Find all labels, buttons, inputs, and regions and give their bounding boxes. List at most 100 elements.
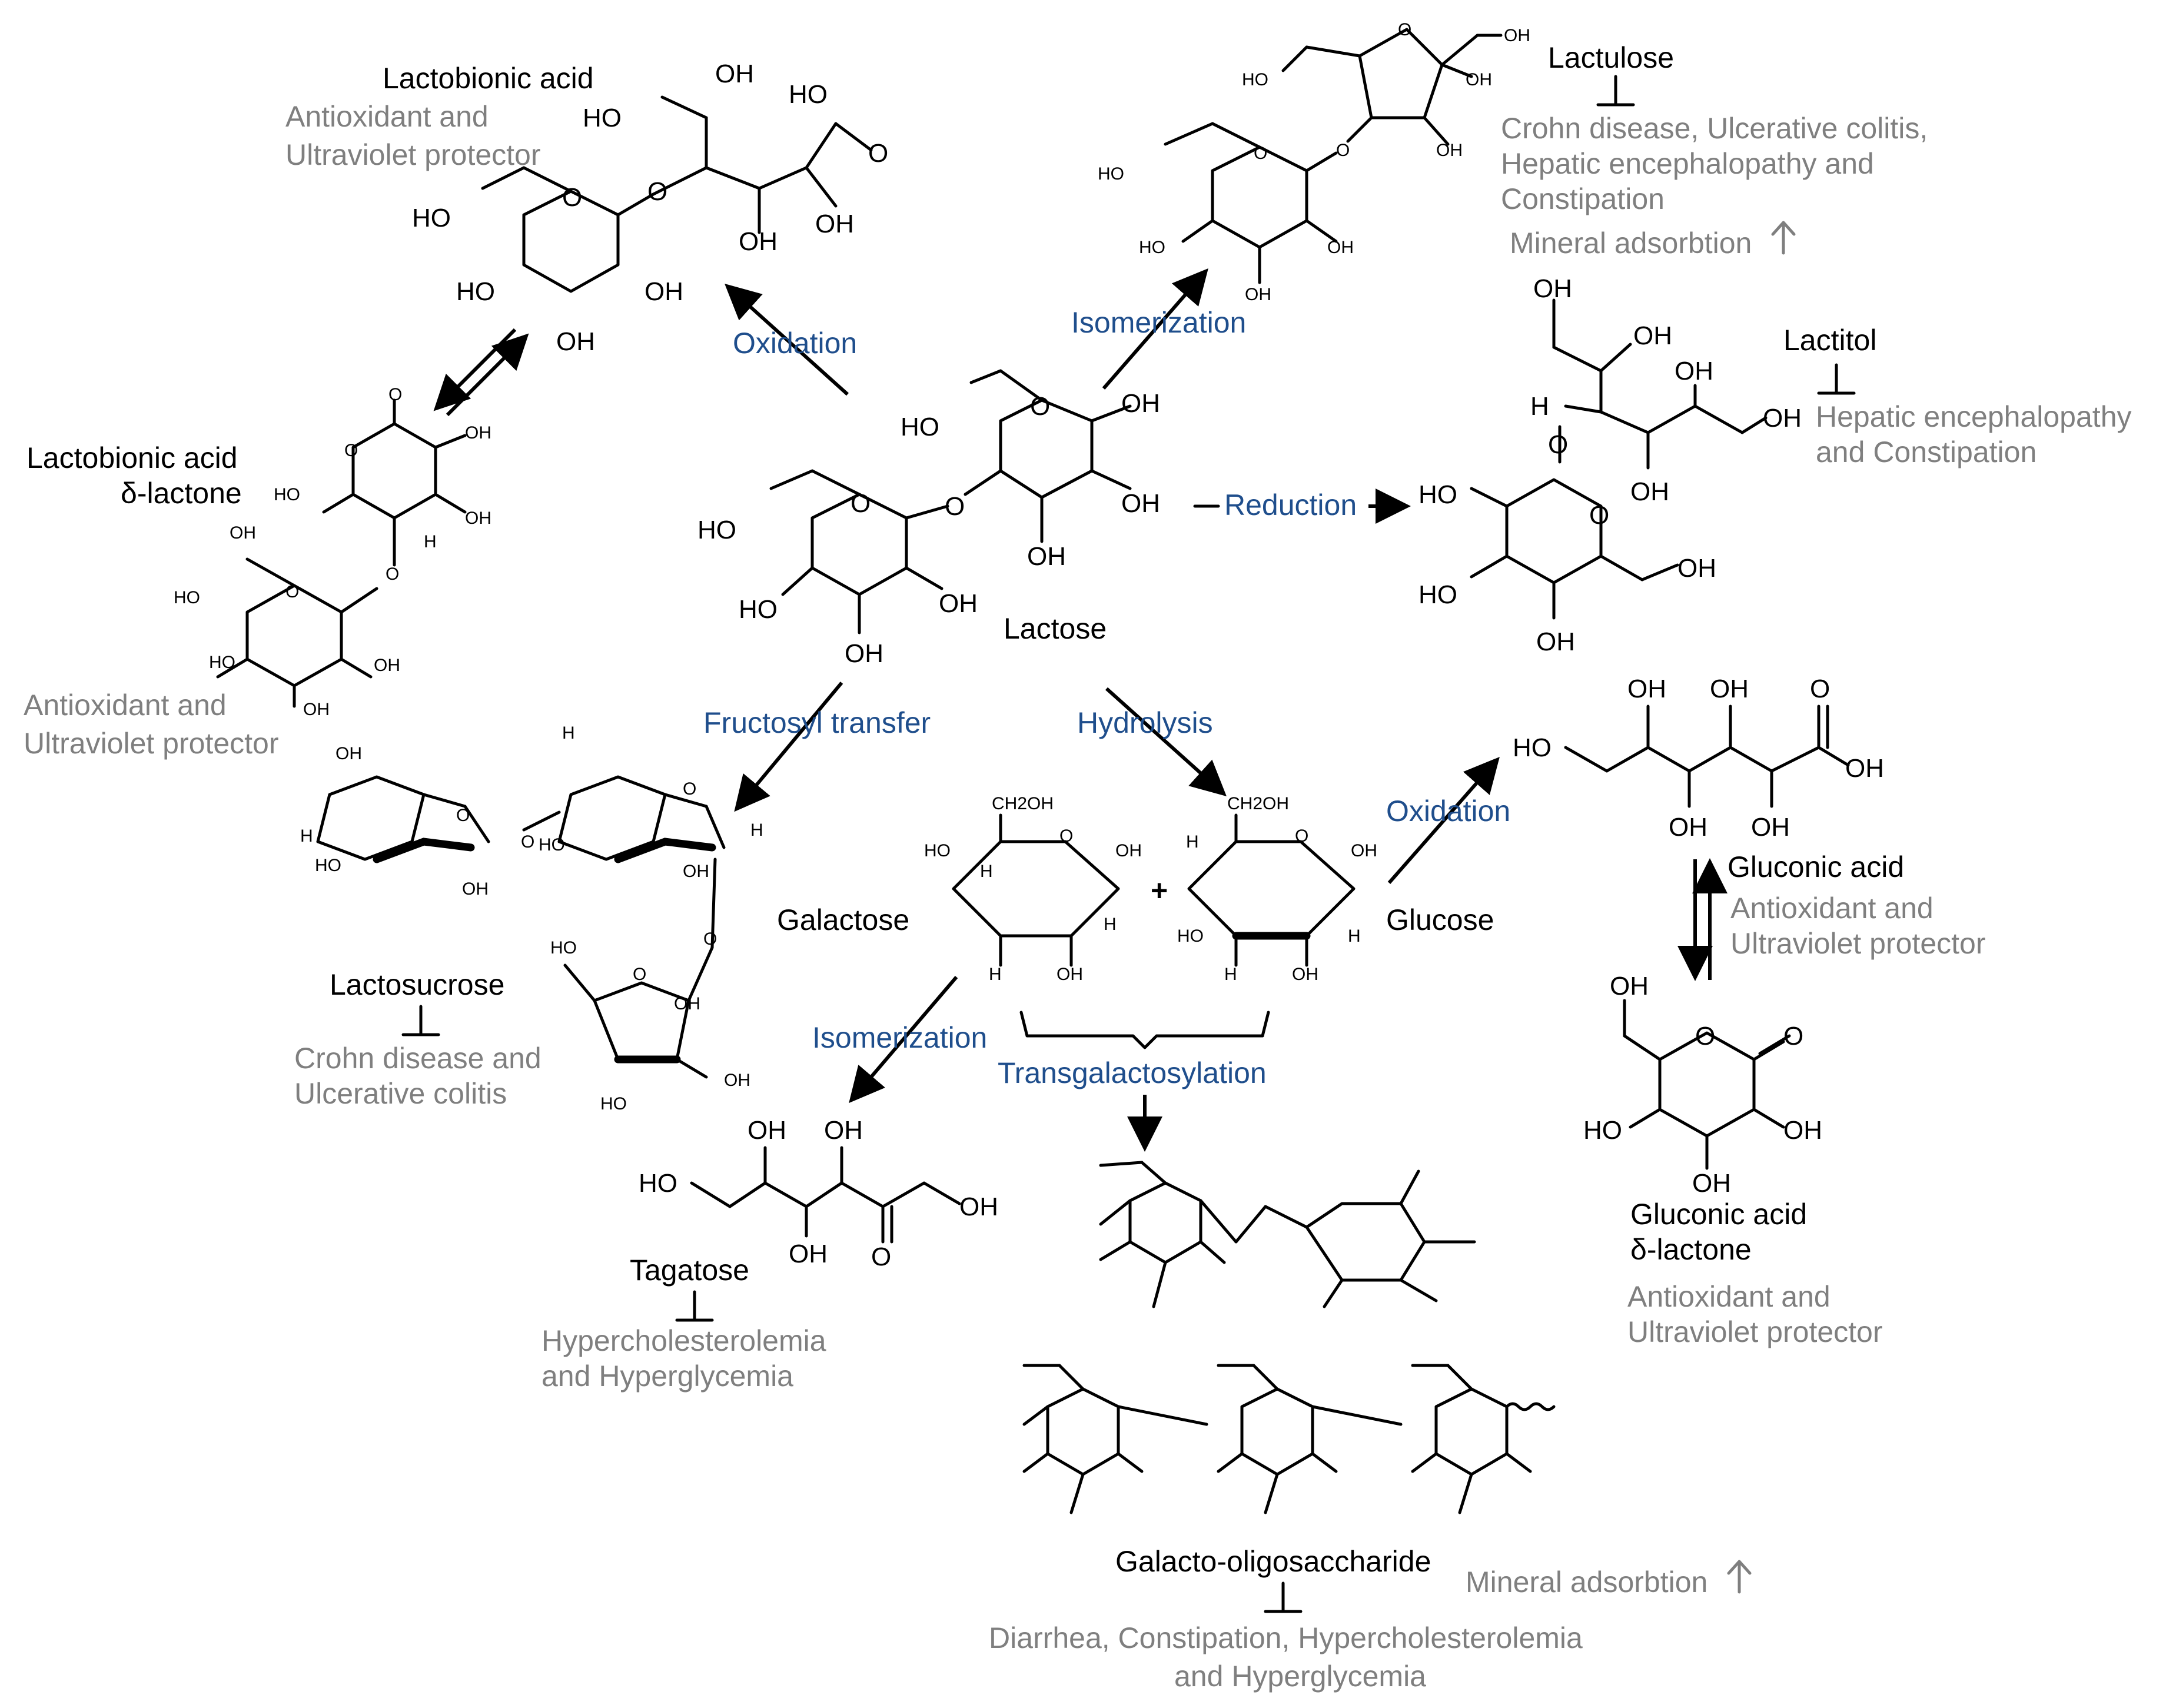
- lactosucrose-label: Lactosucrose: [330, 968, 504, 1001]
- gos-effect-1: Diarrhea, Constipation, Hypercholesterol…: [989, 1621, 1583, 1654]
- lactobionic-effect-1: Antioxidant and: [285, 100, 489, 133]
- tagatose-structure: HO OH OH OH O OH: [639, 1116, 998, 1271]
- fructosyl-transfer-arrow: [734, 682, 843, 812]
- lactitol-oh-1: OH: [1533, 274, 1572, 303]
- lbl-lactone-carbonyl-o: O: [388, 385, 402, 404]
- lac-ho-2: HO: [1139, 238, 1165, 257]
- gos-label: Galacto-oligosaccharide: [1115, 1545, 1431, 1578]
- lbl-lactone-ho-3: HO: [209, 653, 235, 672]
- lba-oh-1: OH: [645, 277, 683, 306]
- tag-oh-3: OH: [789, 1240, 828, 1268]
- hydrolysis-arrow: [1105, 687, 1227, 797]
- gos-mineral-effect: Mineral adsorbtion: [1466, 1566, 1707, 1599]
- lba-oh-4: OH: [739, 227, 778, 256]
- gluconic-equilibrium-arrows: [1677, 858, 1727, 981]
- lactulose-effect-1: Crohn disease, Ulcerative colitis,: [1501, 112, 1928, 145]
- lactose-oh-5: OH: [845, 639, 883, 668]
- galactose-structure: CH2OH O HO OH H H OH H: [924, 794, 1142, 984]
- lactose-structure: O OH OH OH HO O O HO HO OH OH: [697, 369, 1160, 668]
- tagatose-inhibition-symbol: [675, 1290, 714, 1322]
- hydrolysis-label: Hydrolysis: [1077, 706, 1213, 739]
- ls-h-2: H: [562, 723, 575, 743]
- lactulose-effect-3: Constipation: [1501, 182, 1665, 215]
- ls-ho-1: HO: [315, 856, 341, 875]
- isomerization-arrow-top: [1102, 268, 1208, 390]
- lactitol-inhibition-symbol: [1817, 363, 1856, 395]
- glucose-structure: CH2OH O H OH HO H OH H: [1177, 794, 1377, 984]
- gluconic-acid-structure: HO OH OH O OH OH OH: [1513, 674, 1884, 842]
- gluconic-acid-label: Gluconic acid: [1727, 850, 1904, 883]
- tag-oh-4: OH: [959, 1192, 998, 1221]
- glc-oh-1: OH: [1351, 841, 1377, 860]
- tagatose-label: Tagatose: [630, 1254, 749, 1287]
- oxidation-arrow-left: [725, 283, 849, 396]
- gal-ho-1: HO: [924, 841, 951, 860]
- glc-ho-1: HO: [1177, 926, 1204, 946]
- lactitol-glyc-o: O: [1548, 430, 1568, 459]
- lactose-oh-2: OH: [1121, 489, 1160, 518]
- lactose-ring-oxygen-2: O: [851, 489, 871, 518]
- lactulose-structure: O O O HO HO OH OH HO OH OH OH: [1098, 20, 1530, 304]
- lactose-ring-oxygen: O: [1030, 392, 1050, 421]
- lactobionic-effect-2: Ultraviolet protector: [285, 138, 541, 171]
- lac-oh-1: OH: [1327, 238, 1354, 257]
- ls-o-1: O: [456, 806, 470, 825]
- lbl-lactone-oh-1: OH: [465, 423, 491, 443]
- ls-o-5: O: [703, 929, 717, 949]
- lactitol-oh-5: OH: [1630, 477, 1669, 506]
- gluconic-lactone-label-2: δ-lactone: [1630, 1233, 1752, 1266]
- gluconic-effect-1: Antioxidant and: [1730, 892, 1934, 925]
- lactitol-ring-o: O: [1589, 501, 1609, 530]
- gluconic-effect-2: Ultraviolet protector: [1730, 927, 1986, 960]
- lactitol-oh-3: OH: [1675, 357, 1713, 386]
- reduction-label: Reduction: [1224, 489, 1357, 521]
- gal-oh-2: OH: [1057, 965, 1083, 984]
- lba-ho-1: HO: [412, 204, 451, 232]
- gal-oh-1: OH: [1115, 841, 1142, 860]
- transgalactosylation-label: Transgalactosylation: [998, 1056, 1267, 1089]
- lactitol-oh-4: OH: [1763, 404, 1802, 433]
- lba-ho-3: HO: [583, 104, 622, 132]
- glac-oh-2: OH: [1783, 1116, 1822, 1145]
- gluconic-oh-5: OH: [1751, 813, 1790, 842]
- lbl-lactone-oh-4: OH: [374, 656, 400, 675]
- lactosucrose-structure: OH H O HO OH O H O HO OH H HO O O OH HO …: [300, 723, 763, 1114]
- gluconic-oh-1: OH: [1627, 674, 1666, 703]
- tagatose-effect-2: and Hyperglycemia: [541, 1360, 793, 1393]
- tag-carbonyl-o: O: [871, 1242, 891, 1271]
- lactosucrose-effect-2: Ulcerative colitis: [294, 1077, 507, 1110]
- lba-ring-o: O: [562, 183, 582, 212]
- gos-disaccharide-structure: [1099, 1161, 1476, 1308]
- glac-ho-1: HO: [1583, 1116, 1622, 1145]
- lactitol-label: Lactitol: [1783, 324, 1876, 357]
- lactulose-effect-2: Hepatic encephalopathy and: [1501, 147, 1874, 180]
- lba-oh-3: OH: [715, 59, 754, 88]
- ls-ho-4: HO: [600, 1094, 627, 1114]
- lactitol-oh-6: OH: [1536, 627, 1575, 656]
- lactulose-label: Lactulose: [1548, 41, 1674, 74]
- gluconic-oh-3: OH: [1845, 754, 1884, 783]
- lactitol-structure: OH OH OH OH OH H O O HO HO OH OH: [1418, 274, 1802, 656]
- tag-oh-2: OH: [824, 1116, 863, 1145]
- ls-ho-3: HO: [550, 938, 577, 958]
- lactulose-inhibition-symbol: [1596, 75, 1635, 107]
- gal-h-2: H: [989, 965, 1002, 984]
- glc-h-1: H: [1186, 832, 1199, 852]
- lactose-oh-1: OH: [1121, 389, 1160, 418]
- lac-ring-o-1: O: [1254, 144, 1267, 163]
- gos-up-arrow-icon: [1727, 1560, 1752, 1594]
- lac-oh-2: OH: [1245, 285, 1271, 304]
- lac-oh-4: OH: [1466, 70, 1492, 89]
- gal-h-3: H: [1104, 915, 1117, 934]
- lactose-label: Lactose: [1004, 612, 1107, 645]
- lactone-left-effect-1: Antioxidant and: [24, 689, 227, 722]
- isomerization-label-bottom: Isomerization: [812, 1021, 987, 1054]
- ls-oh-3: OH: [683, 862, 709, 881]
- lactosucrose-inhibition-symbol: [401, 1005, 440, 1036]
- lac-ring-o-2: O: [1398, 20, 1411, 39]
- ls-h-1: H: [300, 826, 313, 846]
- lactitol-ho-2: HO: [1418, 580, 1457, 609]
- lactulose-up-arrow-icon: [1771, 221, 1796, 255]
- ls-o-3: O: [683, 779, 696, 799]
